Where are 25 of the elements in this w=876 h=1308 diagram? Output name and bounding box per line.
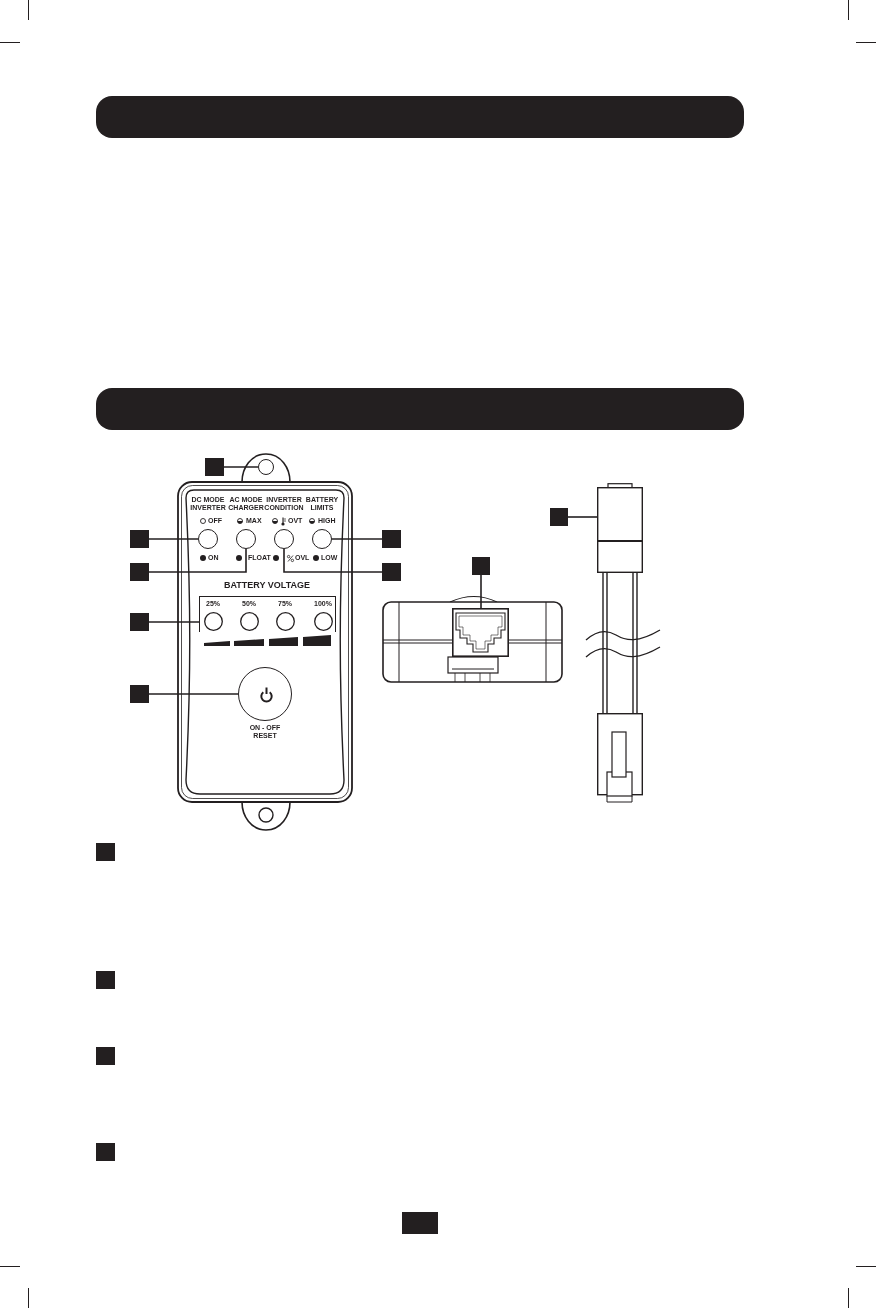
callout-marker bbox=[130, 685, 149, 703]
callout-marker bbox=[550, 508, 568, 526]
callout-marker bbox=[205, 458, 224, 476]
callout-marker bbox=[382, 530, 401, 548]
cable-plug bbox=[597, 483, 643, 573]
callout-marker bbox=[130, 563, 149, 581]
leader-line bbox=[283, 548, 383, 573]
cable-plug bbox=[597, 713, 643, 803]
meter-bracket bbox=[199, 596, 336, 632]
leader-line bbox=[148, 538, 199, 540]
leader-line bbox=[567, 516, 598, 518]
leader-line bbox=[223, 466, 259, 468]
heading-bar bbox=[96, 96, 744, 138]
leader-line bbox=[331, 538, 383, 540]
callout-marker bbox=[382, 563, 401, 581]
callout-marker bbox=[130, 613, 149, 631]
callout-marker bbox=[472, 557, 490, 575]
leader-line bbox=[148, 548, 247, 573]
heading-bar bbox=[96, 388, 744, 430]
callout-marker bbox=[130, 530, 149, 548]
network-port bbox=[452, 608, 509, 657]
leader-line bbox=[480, 574, 482, 609]
leader-line bbox=[148, 693, 239, 695]
leader-line bbox=[148, 621, 200, 623]
section-heading: BATTERY VOLTAGE bbox=[223, 580, 311, 590]
